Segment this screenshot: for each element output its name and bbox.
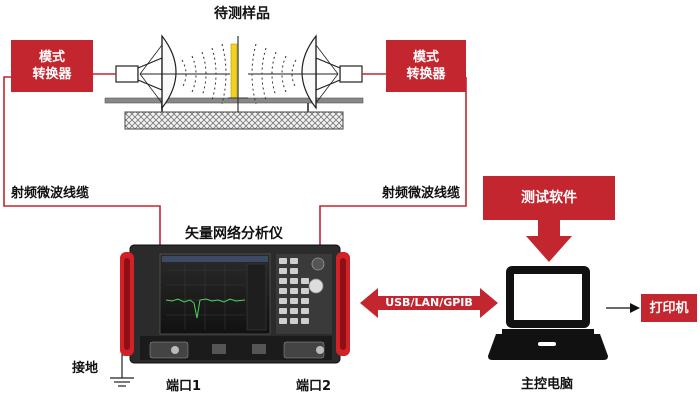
software-down-arrow [526,220,572,262]
wave-front [271,51,277,97]
wave-front [251,43,257,105]
vna-key [301,288,309,294]
vna-key [290,258,298,264]
printer-label: 打印机 [641,294,697,322]
ground-label: 接地 [72,361,99,376]
port2-label: 端口2 [296,379,332,394]
interface-double-arrow [360,288,498,318]
vna-key [279,268,287,274]
vna-key [290,288,298,294]
mode-converter-right-line2: 转换器 [406,67,446,82]
vna-key [279,258,287,264]
vna-key [290,318,298,324]
vna-trace [165,298,246,319]
wave-front [221,43,227,105]
optical-bench [104,97,364,130]
mode-converter-right-line1: 模式 [412,50,439,65]
mode-converter-right: 模式 转换器 [386,40,466,92]
vna-key [279,318,287,324]
vna-key [301,298,309,304]
wave-front [261,47,267,101]
vna-key [301,318,309,324]
printer-arrow [606,303,640,313]
interface-label: USB/LAN/GPIB [385,296,473,309]
cable-right-label: 射频微波线缆 [382,186,461,201]
wave-front [181,59,187,89]
port1-label: 端口1 [166,379,202,394]
wave-fronts [181,43,297,105]
vna-key [290,298,298,304]
cable-left-label: 射频微波线缆 [11,186,90,201]
mode-converter-left: 模式 转换器 [11,40,93,92]
vna-label: 矢量网络分析仪 [185,226,283,242]
sample-under-test [230,43,238,99]
vna-key [279,278,287,284]
sample-holder [228,36,248,112]
port1-connector [149,341,189,359]
vector-network-analyzer [120,244,350,364]
wave-front [291,59,297,89]
wave-front [211,47,217,101]
left-horn-antenna [115,34,230,110]
vna-key [301,308,309,314]
host-pc-label: 主控电脑 [521,377,574,392]
vna-key [301,278,309,284]
sample-label: 待测样品 [214,6,270,22]
mode-converter-left-line1: 模式 [38,50,65,65]
vna-key [279,308,287,314]
vna-key [279,288,287,294]
wave-front [201,51,207,97]
host-laptop [488,266,608,360]
vna-key [290,308,298,314]
vna-key [290,268,298,274]
right-horn-antenna [248,34,363,110]
test-software-label: 测试软件 [483,176,615,220]
mode-converter-left-line2: 转换器 [32,67,72,82]
vna-key [279,298,287,304]
vna-key [290,278,298,284]
